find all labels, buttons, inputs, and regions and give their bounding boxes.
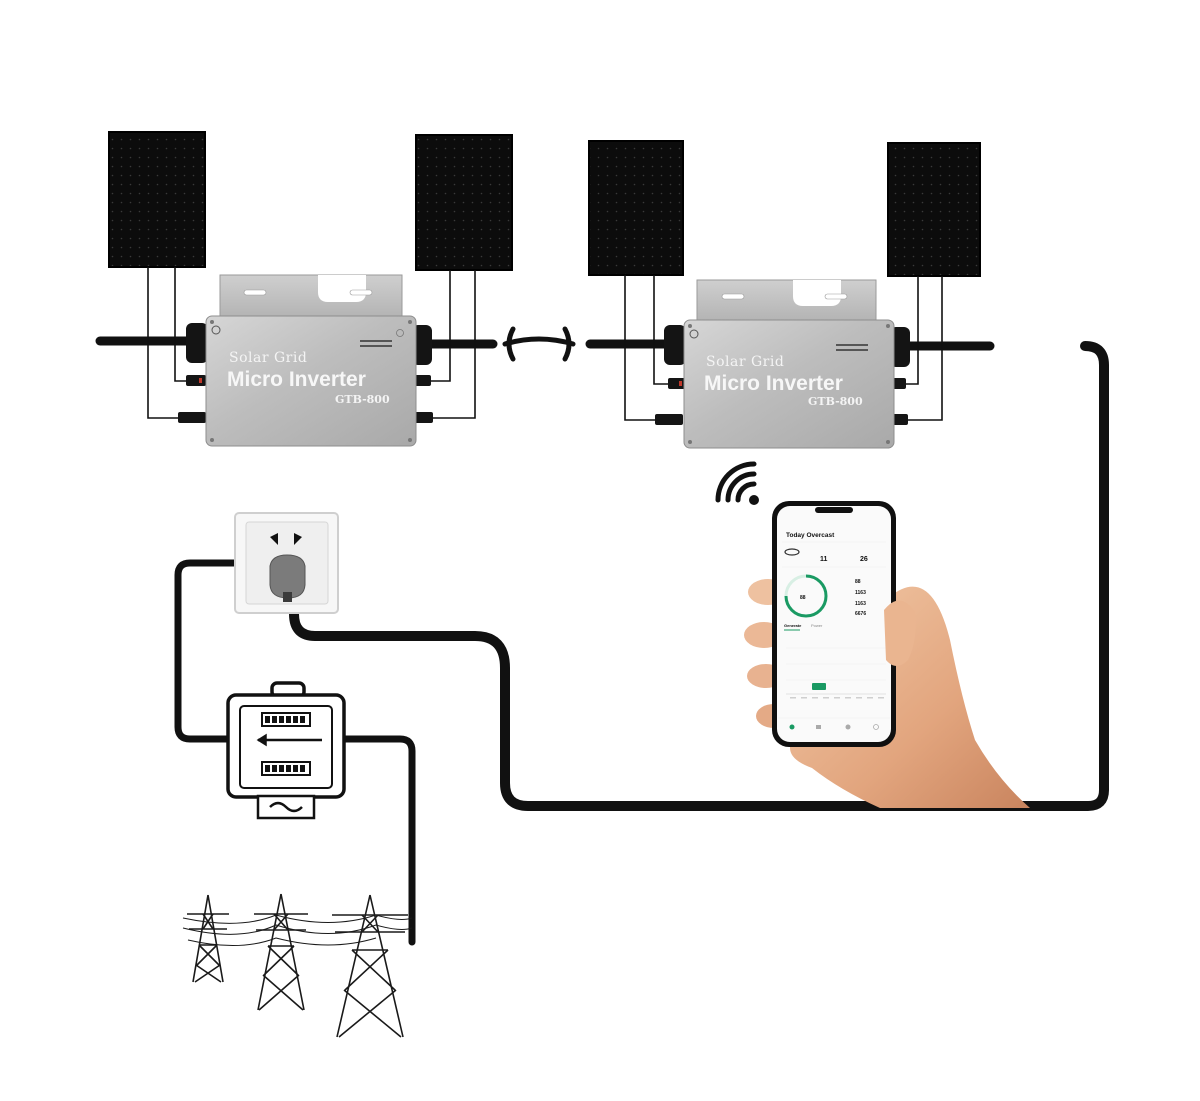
transmission-tower-icon bbox=[332, 894, 408, 1038]
electric-meter-icon bbox=[226, 681, 346, 820]
inverter-model: GTB-800 bbox=[808, 395, 863, 408]
power-socket-icon bbox=[234, 512, 339, 614]
main-cable bbox=[95, 336, 1109, 946]
transmission-towers bbox=[182, 893, 413, 1038]
cable-break-symbol bbox=[502, 326, 576, 362]
app-header: Today Overcast bbox=[786, 532, 835, 539]
inverter-brand: Solar Grid bbox=[706, 354, 784, 370]
tab-power[interactable]: Power bbox=[811, 623, 823, 628]
stat-value: 1163 bbox=[855, 601, 866, 607]
app-value: 26 bbox=[860, 556, 868, 563]
nav-settings-icon[interactable] bbox=[873, 724, 879, 730]
gauge-value: 88 bbox=[800, 595, 806, 601]
inverter-title: Micro Inverter bbox=[704, 372, 843, 395]
transmission-tower-icon bbox=[187, 894, 229, 983]
inverter-brand: Solar Grid bbox=[229, 350, 307, 366]
wifi-icon bbox=[715, 461, 759, 505]
stat-value: 1163 bbox=[855, 590, 866, 596]
solar-panel-icon bbox=[588, 140, 684, 276]
tab-generate[interactable]: Generate bbox=[784, 623, 802, 628]
nav-home-icon[interactable] bbox=[789, 724, 795, 730]
transmission-tower-icon bbox=[254, 893, 308, 1011]
panel-wiring bbox=[147, 267, 943, 421]
thumb bbox=[884, 600, 916, 666]
inverter-title: Micro Inverter bbox=[227, 368, 366, 391]
nav-stats-icon[interactable] bbox=[816, 725, 821, 729]
solar-panel-icon bbox=[415, 134, 513, 271]
smartphone-icon: Today Overcast 11 26 88 88 1163 1163 667… bbox=[772, 501, 896, 747]
stat-value: 88 bbox=[855, 579, 861, 585]
micro-inverter-1: Solar Grid Micro Inverter GTB-800 bbox=[186, 274, 432, 447]
inverter-model: GTB-800 bbox=[335, 393, 390, 406]
app-chart bbox=[786, 647, 886, 695]
solar-panel-icon bbox=[887, 142, 981, 277]
micro-inverter-2: Solar Grid Micro Inverter GTB-800 bbox=[664, 279, 910, 449]
app-value: 11 bbox=[820, 556, 828, 563]
solar-panel-icon bbox=[108, 131, 206, 268]
nav-device-icon[interactable] bbox=[845, 724, 851, 730]
stat-value: 6676 bbox=[855, 611, 866, 617]
